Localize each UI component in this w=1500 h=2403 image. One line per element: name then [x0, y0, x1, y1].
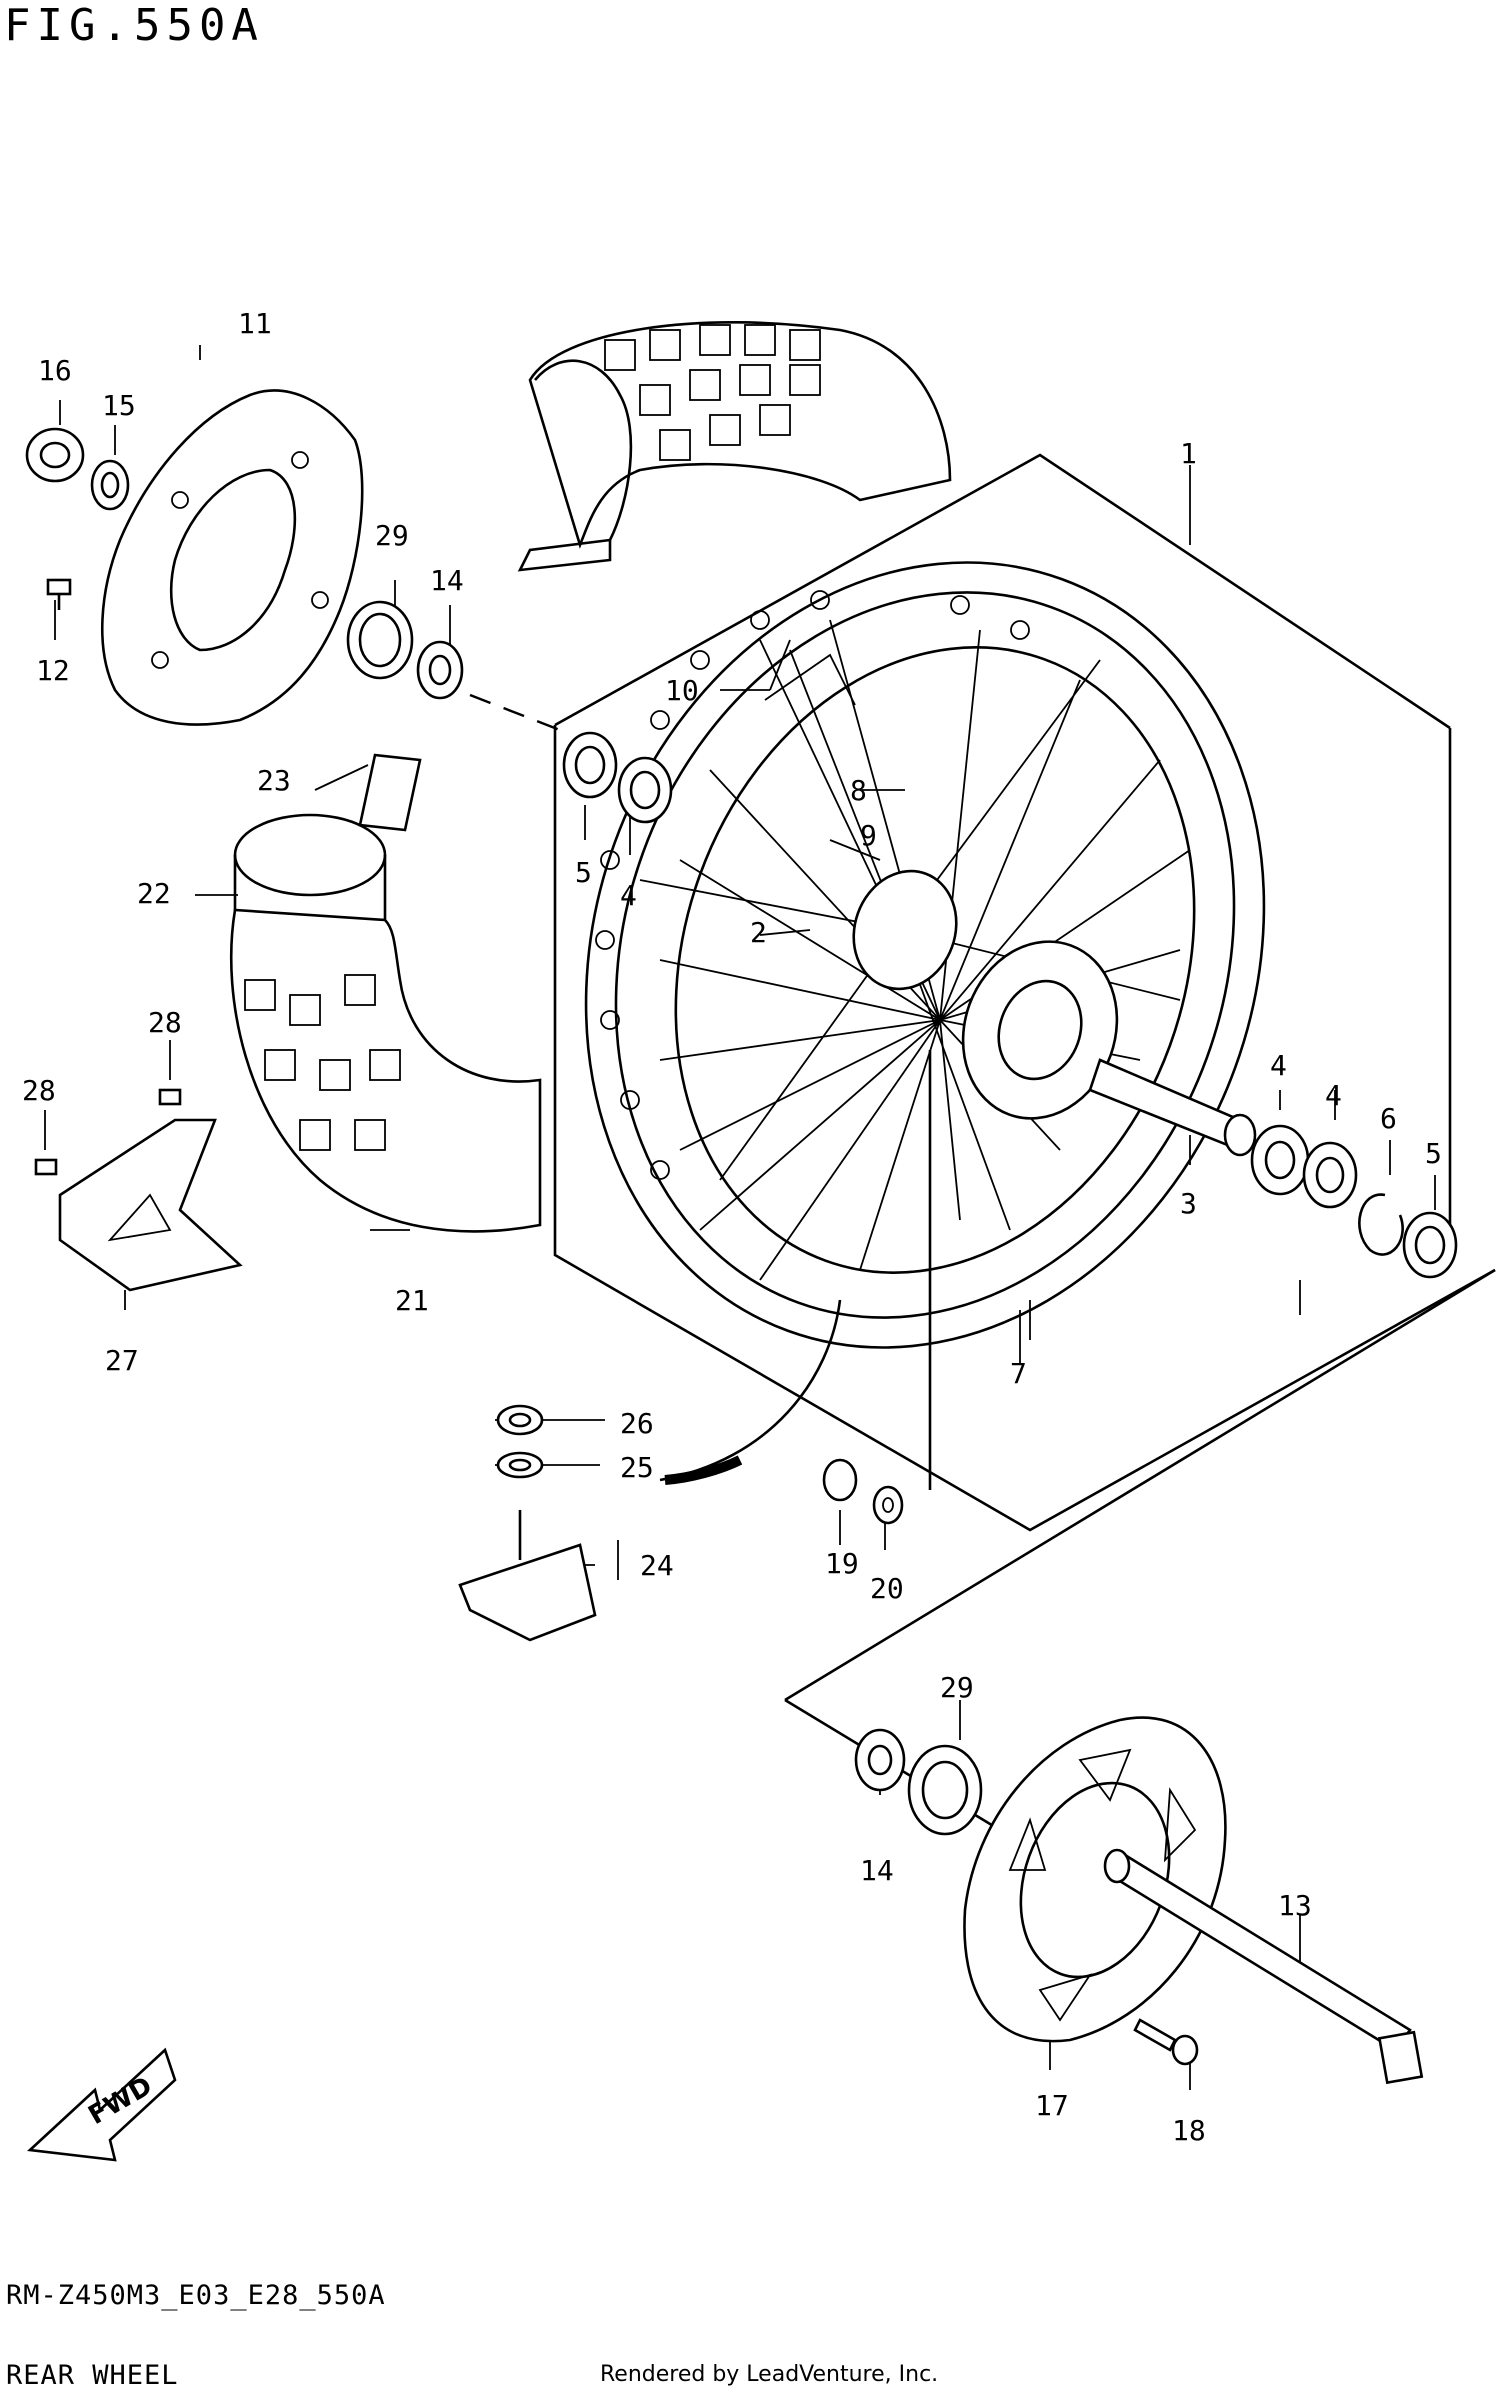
- tire-top: [517, 321, 952, 572]
- callout-7: 7: [1010, 1357, 1027, 1390]
- part-14-collar-lower: [854, 1728, 906, 1792]
- callout-28a: 28: [148, 1006, 182, 1039]
- callout-29a: 29: [375, 519, 409, 552]
- callout-15: 15: [102, 389, 136, 422]
- callout-14b: 14: [860, 1854, 894, 1887]
- part-29-seal-upper: [346, 600, 414, 680]
- diagram-name: REAR WHEEL: [6, 2360, 179, 2391]
- callout-12: 12: [36, 654, 70, 687]
- callout-4c: 4: [1325, 1079, 1342, 1112]
- part-20-washer: [872, 1485, 904, 1525]
- part-28-bolt-a: [158, 1088, 182, 1106]
- callout-1: 1: [1180, 437, 1197, 470]
- part-5-seal-right: [1402, 1211, 1458, 1279]
- callout-24: 24: [640, 1549, 674, 1582]
- callout-29b: 29: [940, 1671, 974, 1704]
- callout-4b: 4: [1270, 1049, 1287, 1082]
- rear-wheel: [584, 561, 1266, 1490]
- callout-4a: 4: [620, 879, 637, 912]
- render-credit: Rendered by LeadVenture, Inc.: [600, 2362, 939, 2387]
- part-16-nut: [25, 427, 85, 483]
- part-4-bearing-left: [617, 756, 673, 824]
- callout-20: 20: [870, 1572, 904, 1605]
- part-19-nut: [822, 1458, 858, 1502]
- callout-2: 2: [750, 916, 767, 949]
- part-24-rim-lock: [458, 1510, 597, 1642]
- callout-28b: 28: [22, 1074, 56, 1107]
- part-14-collar-upper: [416, 640, 464, 700]
- callout-11: 11: [238, 307, 272, 340]
- part-6-circlip: [1358, 1193, 1404, 1256]
- callout-22: 22: [137, 877, 171, 910]
- callout-18: 18: [1172, 2114, 1206, 2147]
- callout-21: 21: [395, 1284, 429, 1317]
- callout-5b: 5: [1425, 1137, 1442, 1170]
- part-26-nut: [496, 1404, 544, 1436]
- part-25-washer: [496, 1451, 544, 1479]
- part-11-brake-disc: [101, 389, 364, 726]
- part-28-bolt-b: [34, 1158, 58, 1176]
- part-23-rim-band: [358, 753, 422, 832]
- part-29-seal-lower: [907, 1744, 983, 1836]
- callout-10: 10: [665, 674, 699, 707]
- part-15-washer: [90, 459, 130, 511]
- callout-14a: 14: [430, 564, 464, 597]
- wheel-assembly-box: [553, 453, 1496, 1532]
- part-12-bolt: [46, 578, 72, 610]
- callout-19: 19: [825, 1547, 859, 1580]
- callout-17: 17: [1035, 2089, 1069, 2122]
- callout-27: 27: [105, 1344, 139, 1377]
- callout-26: 26: [620, 1407, 654, 1440]
- callout-13: 13: [1278, 1889, 1312, 1922]
- callout-3: 3: [1180, 1187, 1197, 1220]
- callout-16: 16: [38, 354, 72, 387]
- part-27-disc-guard: [58, 1118, 243, 1292]
- part-4-bearing-right-a: [1250, 1124, 1310, 1196]
- part-18-bolt: [1133, 2018, 1199, 2066]
- part-5-seal-left: [562, 731, 618, 799]
- callout-23: 23: [257, 764, 291, 797]
- callout-9: 9: [860, 819, 877, 852]
- hub: [852, 869, 1257, 1157]
- part-17-sprocket: [963, 1716, 1227, 2043]
- part-4-bearing-right-b: [1302, 1141, 1358, 1209]
- figure-title: FIG.550A: [4, 0, 264, 51]
- callout-6: 6: [1380, 1102, 1397, 1135]
- callouts: 1 2 3 4 4 4 5 5 6 7 8 9 10 11 12 13 14 1…: [22, 307, 1442, 2147]
- callout-8: 8: [850, 774, 867, 807]
- part-13-axle: [1103, 1848, 1424, 2085]
- callout-5a: 5: [575, 856, 592, 889]
- tire-knobs-top: [604, 324, 821, 461]
- model-code: RM-Z450M3_E03_E28_550A: [6, 2280, 386, 2311]
- callout-25: 25: [620, 1451, 654, 1484]
- fwd-arrow: FWD: [27, 2047, 177, 2162]
- part-21-tire: [229, 908, 542, 1233]
